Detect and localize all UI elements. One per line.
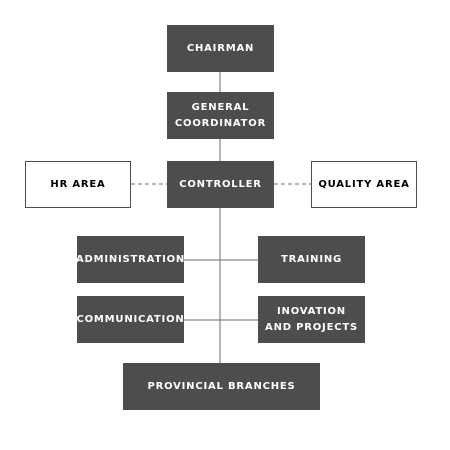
- hr-area-box: HR AREA: [25, 161, 131, 208]
- general-coordinator-box: GENERAL COORDINATOR: [167, 92, 274, 139]
- administration-box: ADMINISTRATION: [76, 236, 184, 283]
- controller-box: CONTROLLER: [167, 161, 274, 208]
- quality-area-box: QUALITY AREA: [311, 161, 417, 208]
- training-box: TRAINING: [258, 236, 365, 283]
- inovation-projects-box: INOVATION AND PROJECTS: [258, 296, 365, 343]
- provincial-branches-box: PROVINCIAL BRANCHES: [123, 363, 320, 410]
- chairman-box: CHAIRMAN: [167, 25, 274, 72]
- communication-box: COMMUNICATION: [76, 296, 184, 343]
